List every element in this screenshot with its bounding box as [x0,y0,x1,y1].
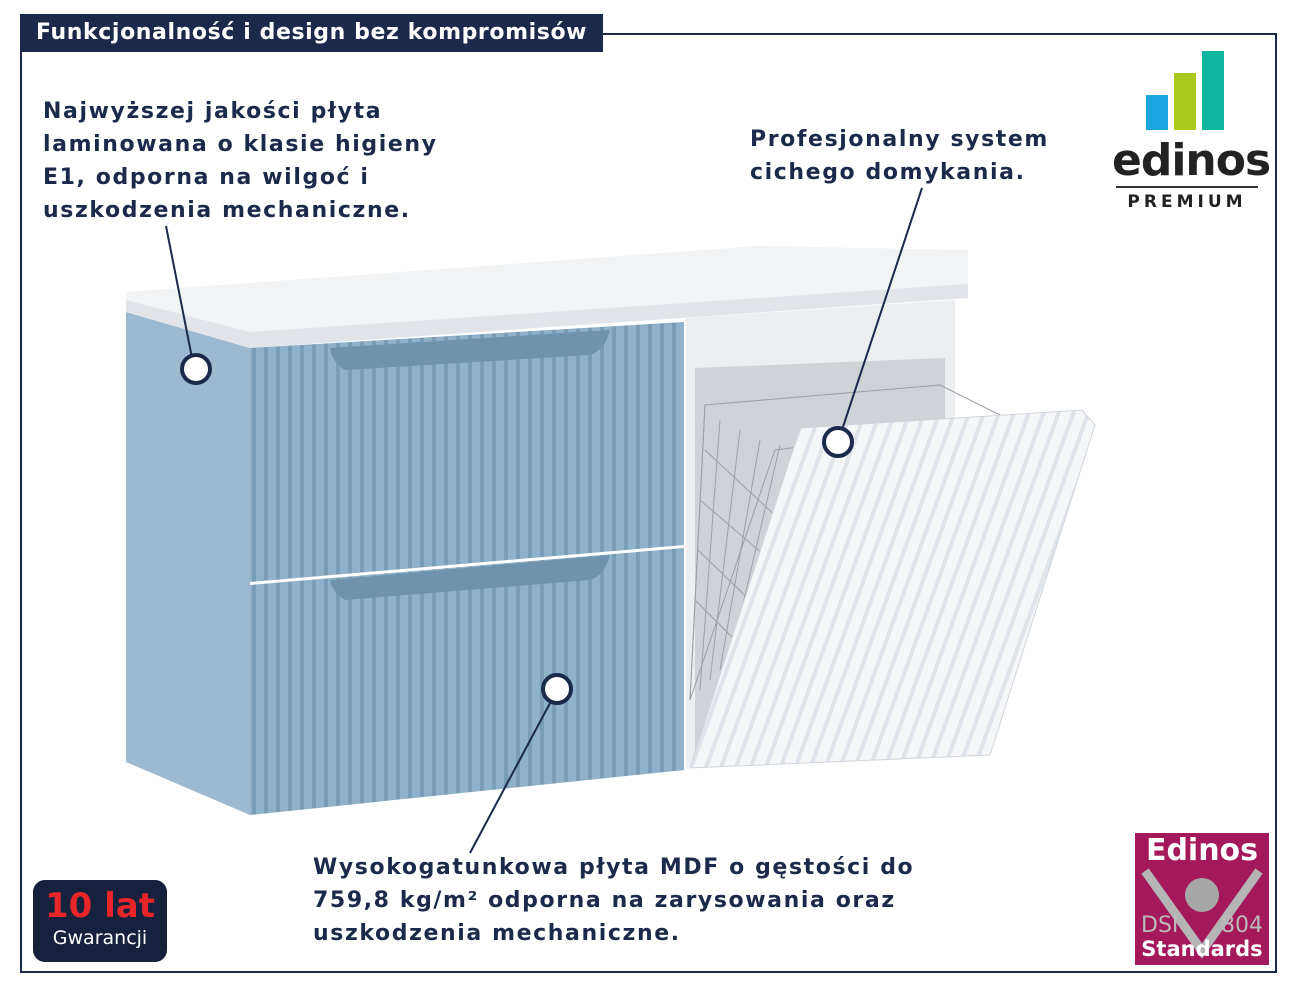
note-line: 759,8 kg/m² odporna na zarysowania oraz [313,888,896,913]
drawer-bottom [250,548,684,815]
drawer-handle-bottom [330,555,610,600]
note-line: laminowana o klasie higieny [43,132,438,157]
frame-border [20,33,1277,973]
note-line: uszkodzenia mechaniczne. [43,198,411,223]
hotspot-marker [541,673,573,705]
bar-chart-logo-icon [1146,51,1224,130]
standards-left: DSI [1141,913,1179,938]
drawer-handle-top [330,330,610,370]
logo-sub: PREMIUM [1127,192,1247,212]
standards-badge: Edinos DSI 804 Standards [1135,833,1269,965]
note-line: Najwyższej jakości płyta [43,99,383,124]
note-laminate: Najwyższej jakości płyta laminowana o kl… [43,95,438,227]
warranty-years: 10 lat [44,886,155,926]
page-title: Funkcjonalność i design bez kompromisów [20,14,604,52]
cabinet-top [126,246,968,348]
standards-bottom: Standards [1141,937,1263,961]
note-line: Profesjonalny system [750,127,1049,152]
logo-divider [1116,186,1258,188]
note-line: cichego domykania. [750,160,1026,185]
standards-top: Edinos [1145,833,1259,868]
checkmark-icon [1141,868,1263,959]
cabinet-side [126,312,250,815]
logo-word: edinos [1112,135,1271,186]
standards-right: 804 [1221,913,1263,938]
edinos-premium-logo: edinos PREMIUM [1112,50,1271,212]
drawer-top [250,322,684,582]
note-line: E1, odporna na wilgoć i [43,165,370,190]
hotspot-marker [180,353,212,385]
note-soft-close: Profesjonalny system cichego domykania. [750,123,1049,189]
hotspot-marker [822,426,854,458]
basket-door [689,409,1096,769]
warranty-label: Gwarancji [52,927,148,949]
note-line: uszkodzenia mechaniczne. [313,921,681,946]
note-mdf: Wysokogatunkowa płyta MDF o gęstości do … [313,851,914,950]
warranty-badge: 10 lat Gwarancji [33,880,167,962]
note-line: Wysokogatunkowa płyta MDF o gęstości do [313,855,915,880]
